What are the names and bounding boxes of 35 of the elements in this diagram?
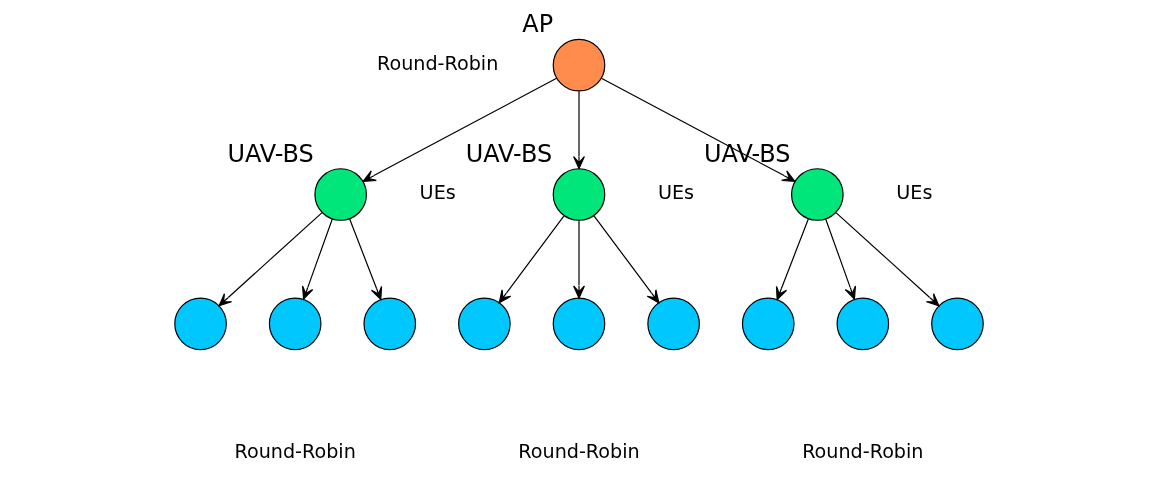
node-circle: [790, 168, 844, 221]
label: Round-Robin: [517, 439, 640, 463]
arrow: [600, 77, 795, 182]
node-label: UAV-BS: [465, 139, 552, 168]
node-label: UAV-BS: [226, 139, 314, 168]
arrow: [572, 90, 585, 170]
arrow: [348, 218, 382, 301]
arrow: [572, 219, 585, 299]
arrow: [775, 218, 809, 301]
node-circle: [457, 297, 511, 351]
label: UEs: [657, 181, 694, 205]
label: Round-Robin: [376, 51, 498, 75]
arrow: [218, 212, 322, 307]
arrow: [824, 218, 856, 300]
node-circle: [552, 168, 605, 221]
node-circle: [741, 297, 795, 351]
node-circle: [552, 38, 605, 92]
label: Round-Robin: [233, 439, 356, 463]
node-circle: [552, 297, 605, 351]
node-circle: [646, 297, 700, 351]
node-circle: [173, 297, 227, 351]
arrow: [835, 212, 939, 307]
arrow: [498, 215, 564, 304]
arrow: [362, 77, 557, 182]
arrow: [301, 218, 333, 300]
node-circle: [836, 297, 889, 351]
node-circle: [930, 297, 984, 351]
node-circle: [268, 297, 321, 351]
arrow: [593, 215, 659, 304]
node-label: AP: [521, 10, 553, 39]
node-circle: [313, 168, 367, 221]
label: UEs: [419, 181, 456, 205]
label: Round-Robin: [801, 439, 924, 463]
node-circle: [362, 297, 416, 351]
label: UEs: [895, 181, 932, 205]
